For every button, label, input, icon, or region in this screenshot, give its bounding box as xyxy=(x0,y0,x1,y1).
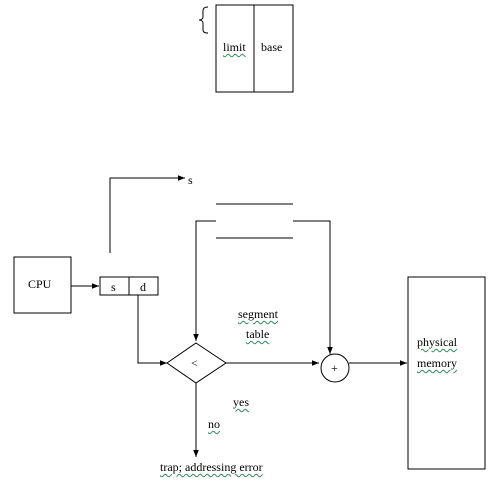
adder-label: + xyxy=(331,361,338,375)
entry-base-label: base xyxy=(261,40,283,54)
offset-to-comparator-arrow xyxy=(137,295,167,366)
segment-index-label: s xyxy=(188,173,193,187)
address-d-label: d xyxy=(140,280,146,294)
entry-base-cell xyxy=(253,4,294,93)
segment-index-arrow xyxy=(109,175,185,253)
trap-label: trap; addressing error xyxy=(160,460,263,474)
cpu-label: CPU xyxy=(28,277,52,291)
adder-circle xyxy=(320,353,350,383)
address-s-label: s xyxy=(111,280,116,294)
cpu-box xyxy=(13,256,72,314)
comparator-label: < xyxy=(191,356,198,370)
yes-label: yes xyxy=(233,395,249,409)
address-d-cell xyxy=(128,276,159,296)
no-label: no xyxy=(208,417,220,431)
memory-label-line1: physical xyxy=(417,335,457,349)
segment-table-label-line1: segment xyxy=(238,307,278,321)
entry-limit-label: limit xyxy=(223,40,246,54)
physical-memory-box xyxy=(407,276,486,470)
base-to-adder-arrow xyxy=(293,220,333,354)
segment-table-label-line2: table xyxy=(246,327,270,341)
limit-to-comparator-arrow xyxy=(193,220,216,341)
curly-brace-icon xyxy=(198,6,209,34)
memory-label-line2: memory xyxy=(417,356,457,370)
